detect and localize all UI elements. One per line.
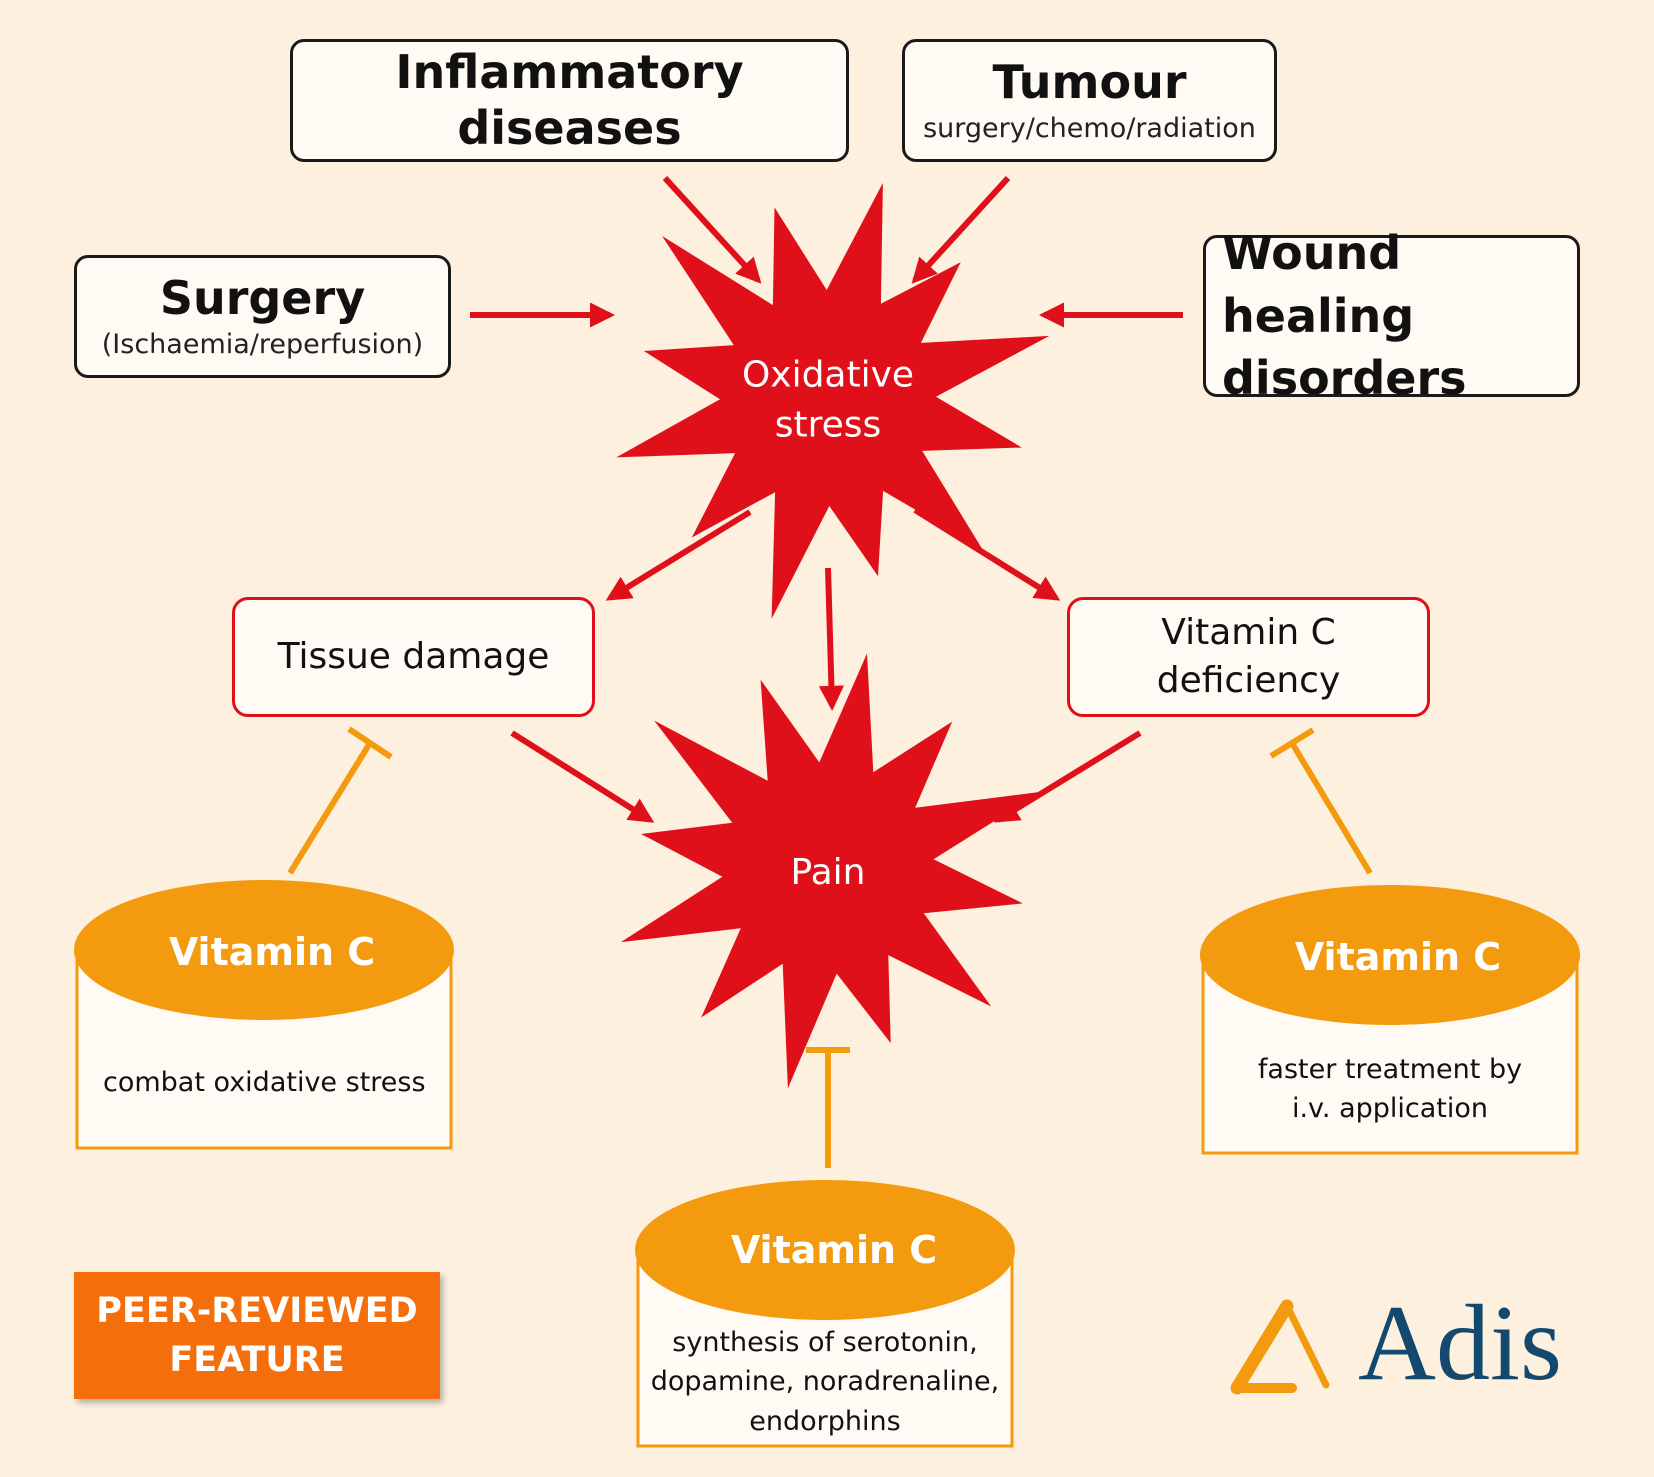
vitc-left-line: combat oxidative stress bbox=[103, 1066, 426, 1098]
badge-line2: FEATURE bbox=[169, 1339, 345, 1380]
cause-tumour: Tumour surgery/chemo/radiation bbox=[902, 39, 1277, 162]
vitc-bottom-line: synthesis of serotonin, bbox=[672, 1327, 978, 1359]
cause-subtitle: surgery/chemo/radiation bbox=[923, 112, 1256, 144]
effect-line2: deficiency bbox=[1156, 660, 1341, 701]
inhibit-vitc-tissue bbox=[287, 726, 393, 875]
oxidative-stress-line1: Oxidative bbox=[741, 354, 915, 396]
pain-starburst bbox=[620, 653, 1041, 1089]
pain-label: Pain bbox=[790, 852, 866, 894]
cause-title: Inflammatory diseases bbox=[395, 45, 744, 155]
cause-title: Tumour bbox=[992, 55, 1187, 110]
vitc-bottom-text: synthesis of serotonin, dopamine, noradr… bbox=[638, 1320, 1012, 1444]
cause-subtitle: (Ischaemia/reperfusion) bbox=[101, 328, 424, 360]
effect-vitamin-c-deficiency: Vitamin C deficiency bbox=[1067, 597, 1430, 717]
vitc-right-text: faster treatment by i.v. application bbox=[1203, 1030, 1577, 1148]
vitc-right-line: faster treatment by bbox=[1257, 1053, 1523, 1085]
cause-title: Wound healing disorders bbox=[1222, 226, 1467, 406]
vitc-left-cap bbox=[74, 880, 454, 1020]
oxidative-stress-label: Oxidative stress bbox=[742, 350, 914, 449]
vitc-right-cap bbox=[1200, 885, 1580, 1025]
vitc-bottom-title: Vitamin C bbox=[730, 1228, 938, 1272]
arrow-stress-to-pain bbox=[818, 567, 845, 712]
vitc-right-title: Vitamin C bbox=[1294, 935, 1502, 979]
vitc-bottom-cap bbox=[635, 1180, 1015, 1320]
oxidative-stress-starburst bbox=[616, 182, 1050, 619]
badge-line1: PEER-REVIEWED bbox=[96, 1291, 418, 1332]
vitc-bottom-line: endorphins bbox=[749, 1405, 901, 1437]
oxidative-stress-line2: stress bbox=[774, 404, 882, 445]
cause-surgery: Surgery (Ischaemia/reperfusion) bbox=[74, 255, 451, 378]
arrow-deficiency-to-pain bbox=[993, 730, 1142, 823]
arrow-stress-to-tissue bbox=[605, 509, 752, 601]
cause-inflammatory-diseases: Inflammatory diseases bbox=[290, 39, 849, 162]
cause-wound-healing: Wound healing disorders bbox=[1203, 226, 1580, 405]
adis-logo-text: Adis bbox=[1358, 1284, 1563, 1403]
triangle-icon bbox=[1230, 1299, 1330, 1395]
effect-label: Tissue damage bbox=[277, 636, 550, 678]
inhibit-vitc-deficiency bbox=[1269, 727, 1373, 875]
vitc-left-title: Vitamin C bbox=[168, 930, 376, 974]
arrow-tissue-to-pain bbox=[510, 730, 655, 823]
arrow-inflammatory-to-stress bbox=[662, 175, 762, 284]
effect-line1: Vitamin C bbox=[1161, 612, 1336, 654]
vitc-right-line: i.v. application bbox=[1291, 1093, 1489, 1124]
arrow-stress-to-deficiency bbox=[913, 507, 1061, 601]
vitc-bottom-line: dopamine, noradrenaline, bbox=[650, 1366, 1000, 1398]
effect-tissue-damage: Tissue damage bbox=[232, 597, 595, 717]
vitc-left-text: combat oxidative stress bbox=[77, 1025, 437, 1140]
inhibit-vitc-pain bbox=[806, 1047, 850, 1168]
cause-title: Surgery bbox=[159, 271, 366, 326]
peer-reviewed-badge: PEER-REVIEWED FEATURE bbox=[74, 1272, 440, 1399]
arrow-tumour-to-stress bbox=[911, 175, 1011, 284]
